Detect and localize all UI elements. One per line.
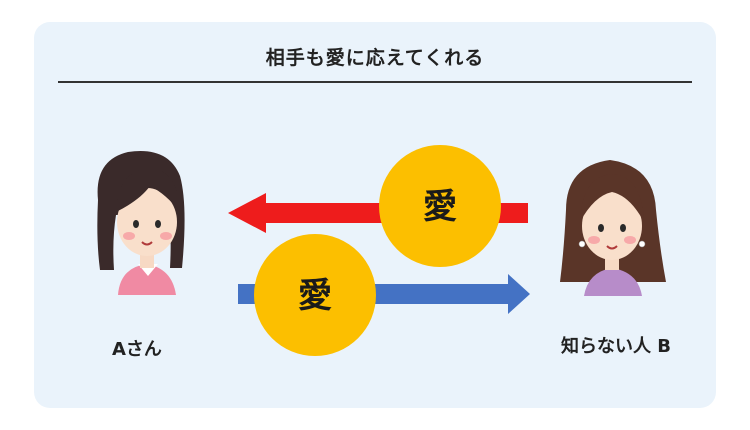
diagram-title: 相手も愛に応えてくれる: [265, 47, 485, 69]
person-a-label: Aさん: [112, 339, 162, 360]
person-b-illustration: [560, 160, 666, 296]
love-label-bottom: 愛: [298, 276, 332, 316]
love-circle-bottom: [254, 234, 376, 356]
person-a-illustration: [97, 151, 185, 295]
person-b-label: 知らない人 B: [561, 336, 671, 357]
title-divider: [58, 81, 692, 83]
love-circle-top: [379, 145, 501, 267]
love-label-top: 愛: [423, 187, 457, 227]
